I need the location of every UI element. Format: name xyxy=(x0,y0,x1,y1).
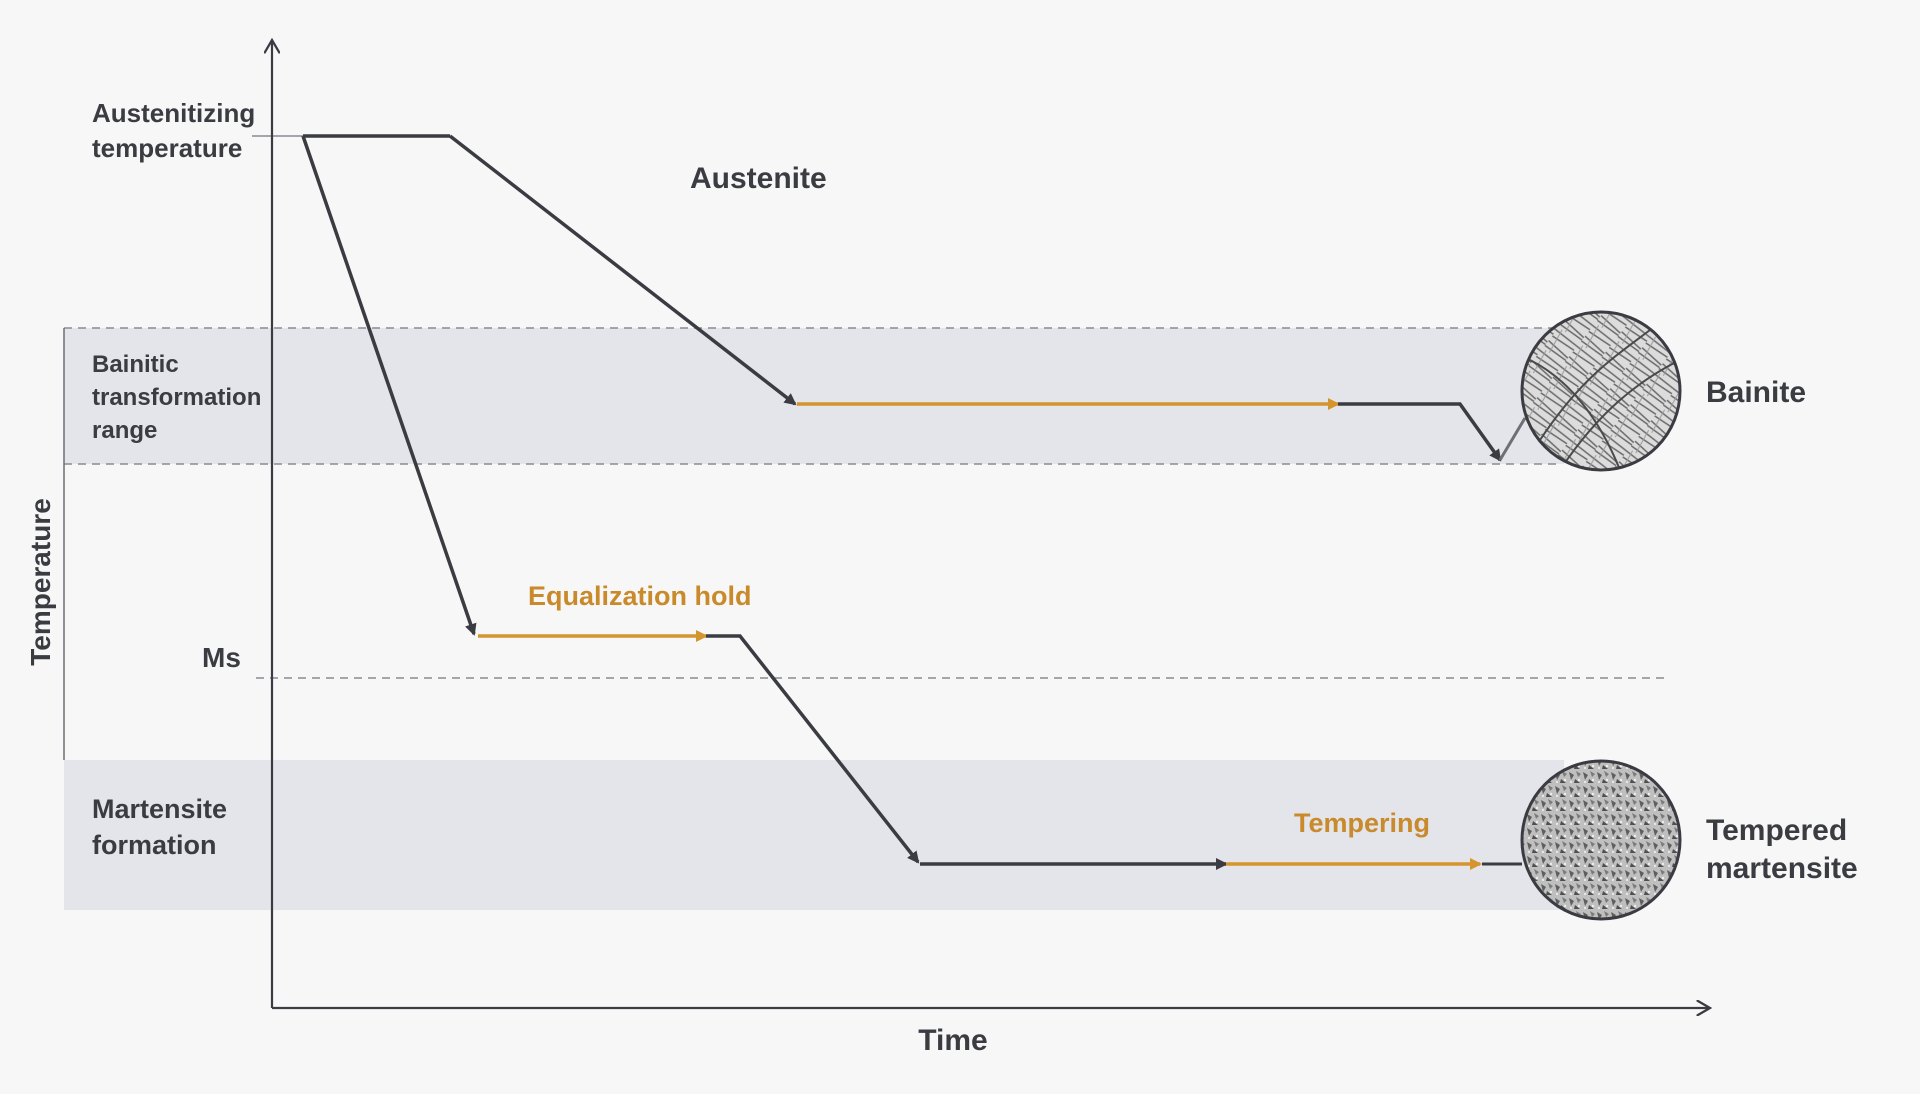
martensite-cool-path xyxy=(706,634,920,864)
tempered-line-1: Tempered xyxy=(1706,814,1847,847)
tempered-martensite-result-label: Tempered martensite xyxy=(1706,814,1858,885)
bainitic-range-label: Bainitic transformation range xyxy=(92,351,268,444)
bainite-final-cool-path xyxy=(1338,402,1502,462)
austenitizing-label-line-2: temperature xyxy=(92,133,242,163)
slow-cool-path xyxy=(448,134,797,406)
bainitic-band xyxy=(64,328,1564,464)
bainite-micrograph xyxy=(1520,310,1682,472)
austenitizing-label: Austenitizing temperature xyxy=(92,98,262,163)
martensite-band-label: Martensite formation xyxy=(92,794,235,860)
austenite-region-label: Austenite xyxy=(690,162,827,195)
tempered-line-2: martensite xyxy=(1706,852,1858,885)
bainite-result-label: Bainite xyxy=(1706,376,1806,409)
ms-label: Ms xyxy=(202,642,241,673)
y-axis-label: Temperature xyxy=(25,498,56,666)
bainitic-line-2: transformation xyxy=(92,384,261,411)
quench-path xyxy=(301,135,477,636)
martensite-line-1: Martensite xyxy=(92,794,227,824)
tempering-label: Tempering xyxy=(1294,808,1430,838)
bainite-connector xyxy=(1498,417,1527,461)
martensite-band xyxy=(64,760,1564,910)
equalization-hold-label: Equalization hold xyxy=(528,581,752,611)
x-axis-label: Time xyxy=(918,1024,987,1057)
martensite-line-2: formation xyxy=(92,830,217,860)
austenitizing-label-text: Austenitizing xyxy=(92,98,255,128)
bainitic-line-1: Bainitic xyxy=(92,351,179,378)
tempered-martensite-micrograph xyxy=(1520,759,1682,921)
bainitic-line-3: range xyxy=(92,417,157,444)
